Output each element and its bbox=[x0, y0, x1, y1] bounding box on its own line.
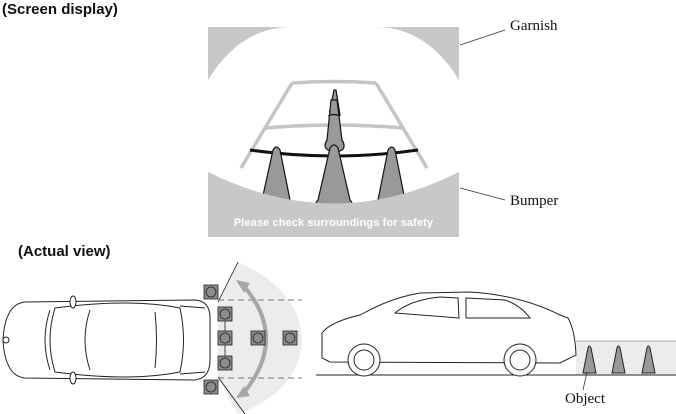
zone-edge-bottom bbox=[217, 376, 246, 414]
garnish-label: Garnish bbox=[510, 18, 558, 34]
bumper-area bbox=[208, 172, 459, 237]
side-cone-3 bbox=[641, 345, 656, 374]
marker bbox=[203, 379, 219, 395]
marker bbox=[203, 284, 219, 300]
bumper-leader-line bbox=[459, 187, 506, 201]
marker bbox=[250, 330, 266, 346]
obstacle-markers bbox=[203, 284, 298, 395]
cone-far-body bbox=[324, 99, 345, 152]
arrow-head-bottom bbox=[236, 386, 250, 398]
side-cone-1 bbox=[582, 345, 597, 374]
cone-far bbox=[324, 89, 345, 152]
side-cone-2 bbox=[611, 345, 626, 374]
safety-message: Please check surroundings for safety bbox=[233, 217, 434, 229]
marker bbox=[217, 355, 233, 371]
car-top-view bbox=[2, 295, 211, 385]
marker bbox=[217, 330, 233, 346]
arrow-head-top bbox=[236, 280, 250, 293]
marker bbox=[217, 306, 233, 322]
object-label: Object bbox=[565, 391, 605, 407]
marker bbox=[282, 330, 298, 346]
side-cones bbox=[582, 345, 656, 374]
screen-display-heading: (Screen display) bbox=[2, 1, 118, 18]
guide-line-right bbox=[374, 82, 429, 169]
guide-line-far bbox=[291, 79, 377, 85]
object-leader-line bbox=[582, 371, 588, 391]
zone-edge-top bbox=[217, 261, 239, 303]
actual-view-heading: (Actual view) bbox=[18, 243, 111, 260]
garnish-leader-line bbox=[459, 29, 506, 46]
bumper-label: Bumper bbox=[510, 193, 559, 209]
guide-line-left bbox=[239, 82, 294, 169]
sweep-arrow bbox=[240, 282, 268, 397]
car-side-view bbox=[321, 291, 577, 377]
